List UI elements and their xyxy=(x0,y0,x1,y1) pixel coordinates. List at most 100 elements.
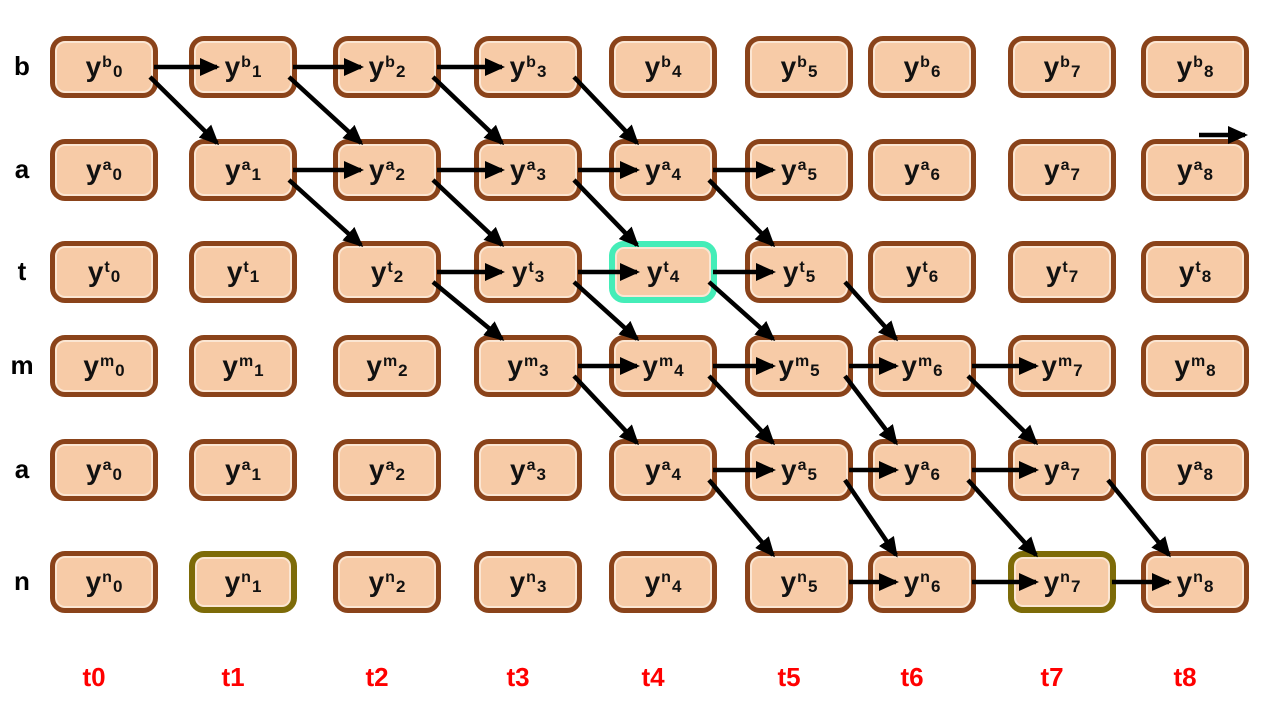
time-label-t7: t7 xyxy=(1040,662,1064,692)
time-label-t4: t4 xyxy=(641,662,665,692)
time-label-t8: t8 xyxy=(1173,662,1197,692)
time-label-t0: t0 xyxy=(82,662,106,692)
time-label-t6: t6 xyxy=(900,662,924,692)
row-label-n-5: n xyxy=(14,566,30,596)
row-label-b-0: b xyxy=(14,51,30,81)
row-label-a-4: a xyxy=(14,454,30,484)
time-label-t3: t3 xyxy=(506,662,530,692)
row-label-t-2: t xyxy=(17,256,27,286)
